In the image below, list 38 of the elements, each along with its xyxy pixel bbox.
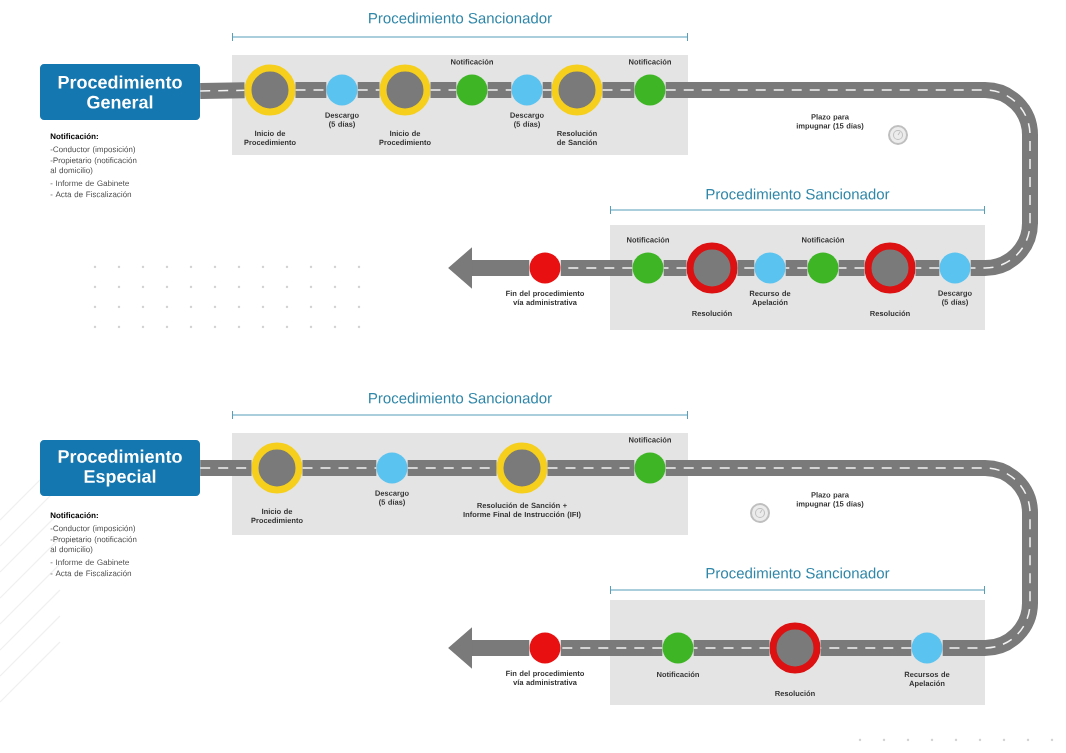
road	[736, 260, 756, 276]
road	[559, 640, 664, 656]
road	[486, 82, 513, 98]
road	[429, 82, 458, 98]
road	[837, 260, 866, 276]
road	[601, 82, 636, 98]
list-item: -Conductor (imposición)	[50, 146, 136, 154]
road	[662, 260, 688, 276]
road	[784, 260, 809, 276]
road	[541, 82, 553, 98]
list-item: -Propietario (notificación al domicilio)	[50, 536, 137, 554]
road	[914, 260, 941, 276]
road	[356, 82, 381, 98]
panel-title: Procedimiento Sancionador	[369, 12, 552, 24]
road	[301, 460, 378, 476]
road	[819, 640, 913, 656]
road	[199, 82, 246, 99]
title-box: Procedimiento Especial	[40, 440, 200, 496]
road	[664, 460, 1038, 656]
list-item: - Acta de Fiscalización	[50, 570, 132, 577]
road	[199, 460, 253, 476]
panel-title: Procedimiento Sancionador	[706, 567, 890, 579]
road	[664, 82, 1038, 276]
panel-title: Procedimiento Sancionador	[706, 188, 890, 200]
list-item: - Acta de Fiscalización	[50, 191, 132, 198]
road	[546, 460, 636, 476]
road	[294, 82, 328, 98]
list-item: - Informe de Gabinete	[50, 180, 129, 187]
list-item: - Informe de Gabinete	[50, 559, 129, 566]
title-box: Procedimiento General	[40, 64, 200, 120]
list-item: -Conductor (imposición)	[50, 525, 136, 533]
list-item: -Propietario (notificación al domicilio)	[50, 157, 137, 175]
list-heading: Notificación:	[50, 512, 98, 519]
panel-title: Procedimiento Sancionador	[369, 392, 552, 404]
list-heading: Notificación:	[50, 133, 98, 140]
road	[559, 260, 634, 276]
road	[406, 460, 498, 476]
road	[692, 640, 771, 656]
